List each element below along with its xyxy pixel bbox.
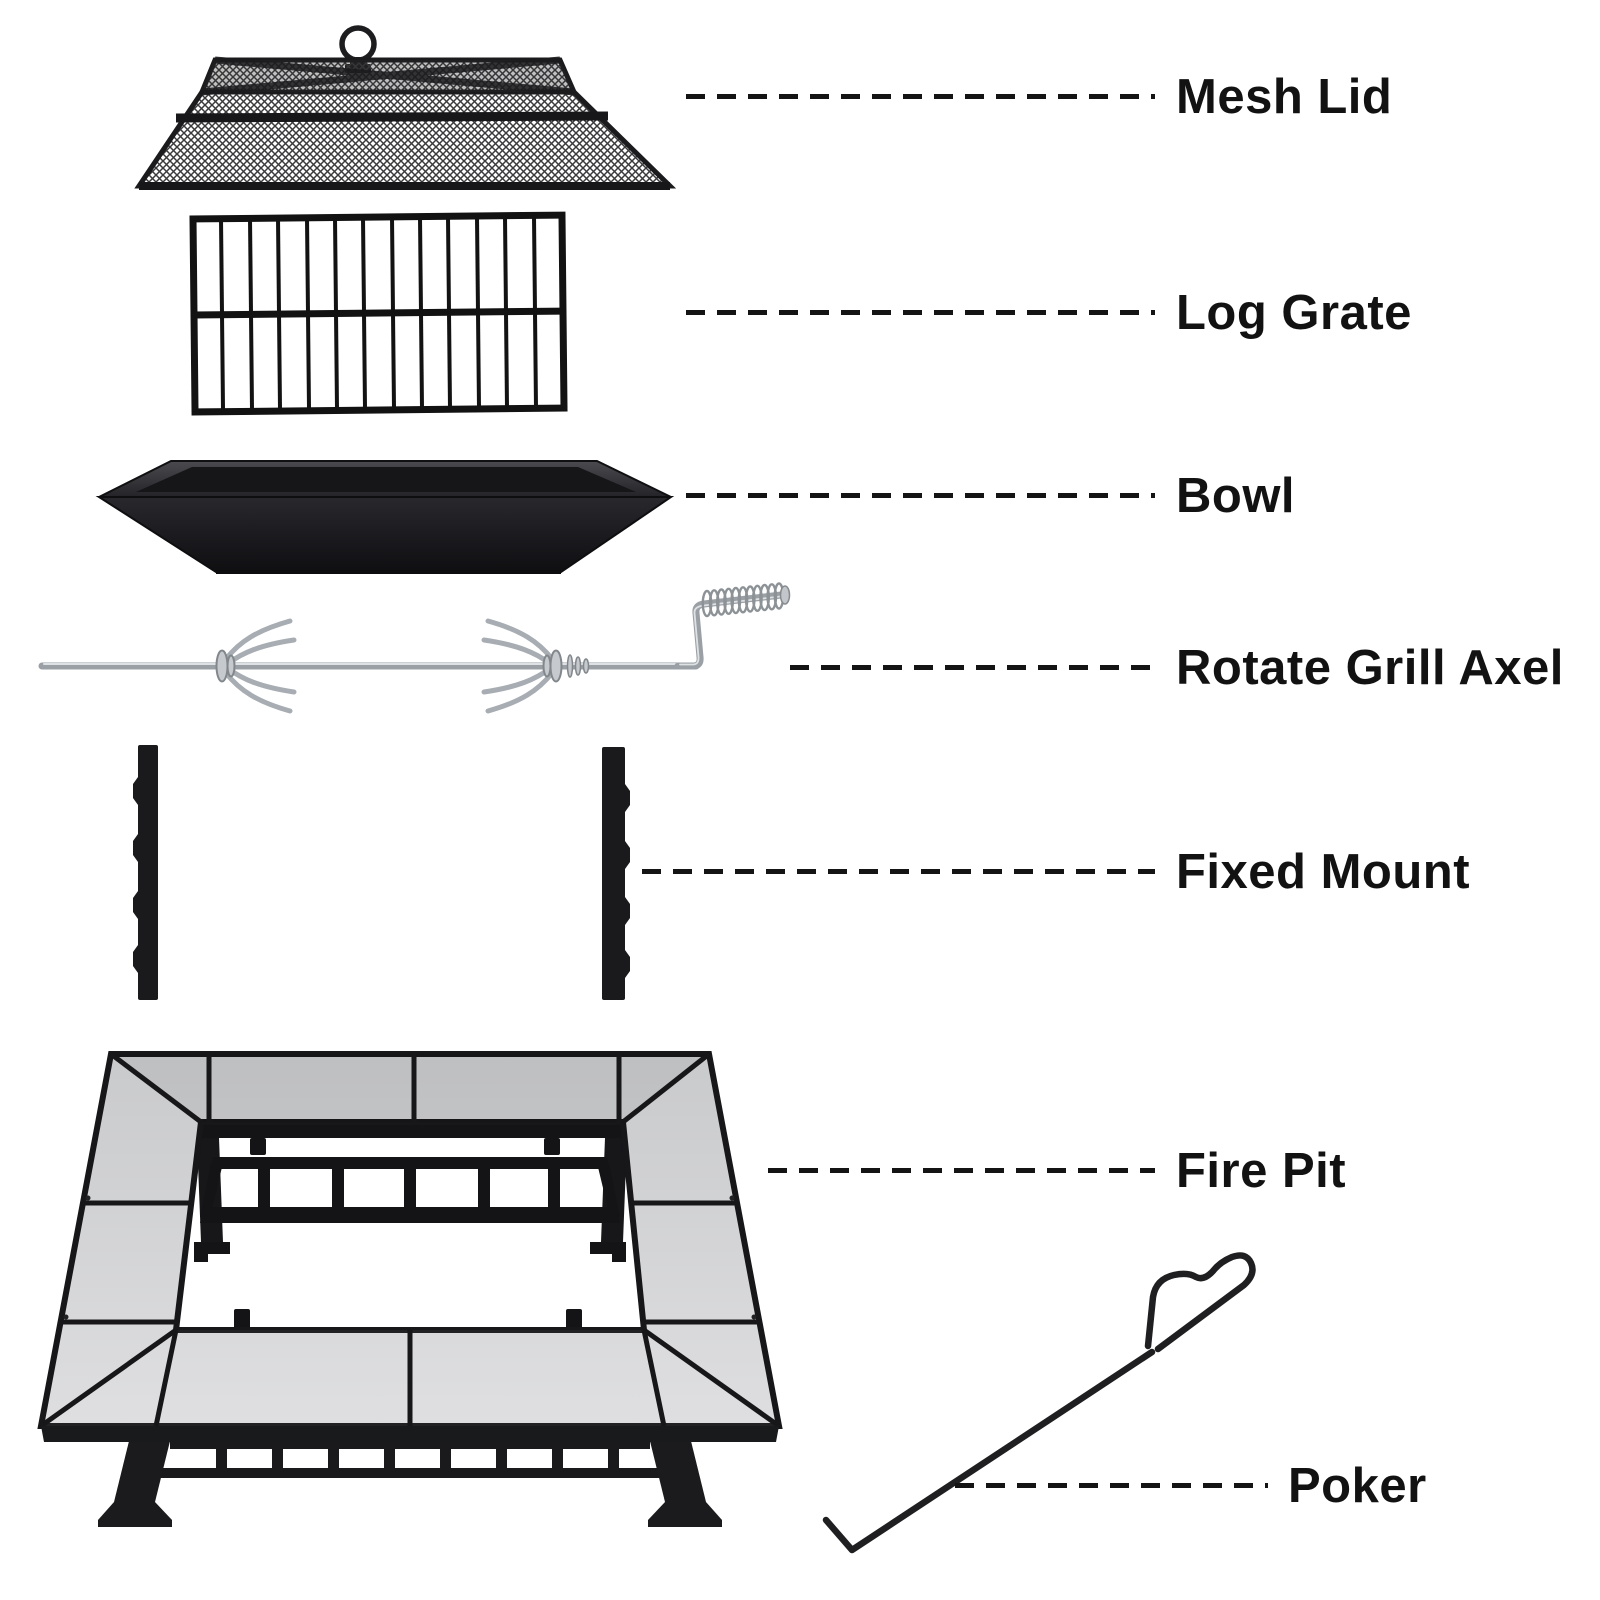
bowl-illustration <box>90 455 680 580</box>
fire-pit-illustration <box>20 1035 800 1565</box>
poker-handle-loop <box>1144 1252 1256 1353</box>
axel-crank-handle <box>674 582 791 670</box>
leader-line-fixed-mount <box>642 869 1155 874</box>
axel-fork-left <box>215 618 297 714</box>
leader-line-fire-pit <box>768 1168 1155 1173</box>
lid-skirt <box>134 89 677 190</box>
rotate-grill-axel-illustration <box>30 575 802 735</box>
label-poker: Poker <box>1288 1459 1427 1513</box>
label-bowl: Bowl <box>1176 469 1296 523</box>
mesh-lid-illustration <box>100 14 700 204</box>
label-log-grate: Log Grate <box>1176 286 1412 340</box>
label-rotate-grill-axel: Rotate Grill Axel <box>1176 641 1564 695</box>
leader-line-rotate-grill-axel <box>790 665 1155 670</box>
axel-fork-right <box>481 618 590 714</box>
leader-line-bowl <box>686 493 1155 498</box>
leader-line-poker <box>955 1483 1268 1488</box>
label-fire-pit: Fire Pit <box>1176 1144 1347 1198</box>
fixed-mount-right-post <box>602 747 630 1000</box>
poker-shaft <box>822 1348 1156 1554</box>
lid-top-panel <box>198 56 578 96</box>
fire-pit-legs <box>98 1433 722 1527</box>
axel-spring-grip <box>701 582 785 618</box>
log-grate-illustration <box>184 205 578 421</box>
fire-pit-table-top <box>37 1051 783 1442</box>
leader-line-log-grate <box>686 310 1155 315</box>
leader-line-mesh-lid <box>686 94 1155 99</box>
fixed-mount-left-post <box>133 745 158 1000</box>
label-mesh-lid: Mesh Lid <box>1176 70 1393 124</box>
fire-pit-inner-structure <box>194 1123 627 1330</box>
fixed-mount-illustration <box>130 742 660 1004</box>
poker-illustration <box>808 1233 1278 1568</box>
axel-rod <box>38 662 700 670</box>
label-fixed-mount: Fixed Mount <box>1176 845 1471 899</box>
